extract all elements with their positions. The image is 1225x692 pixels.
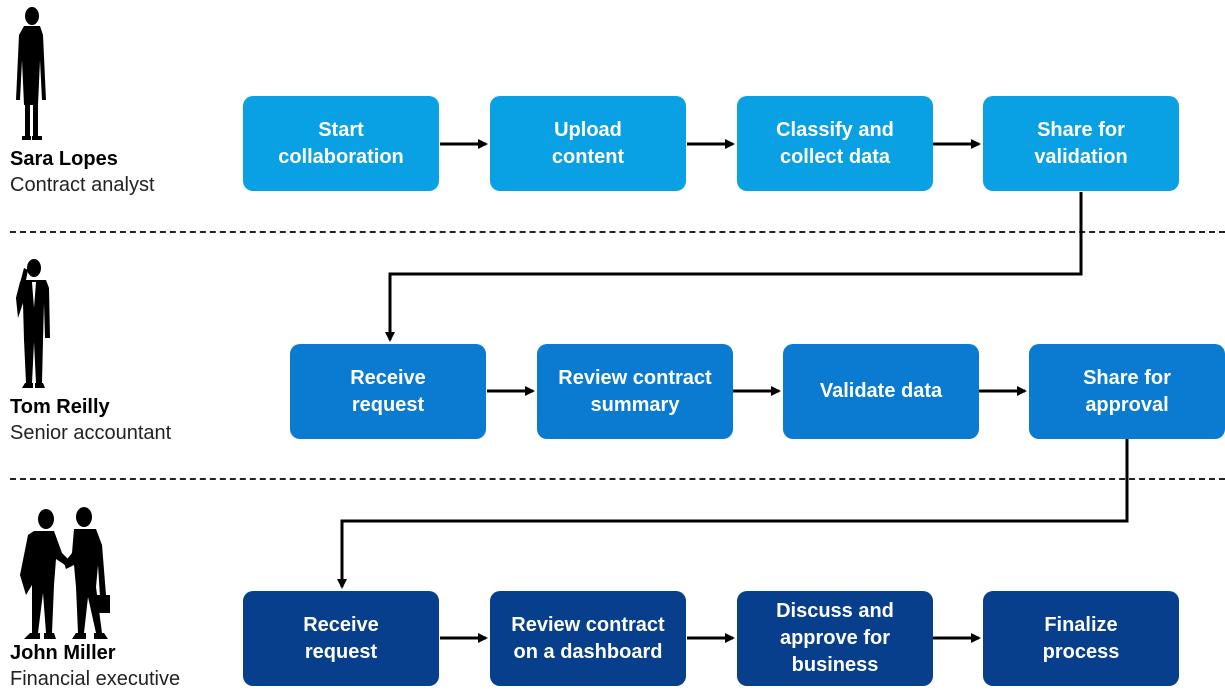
step-label: Validate data	[819, 380, 943, 402]
step-discuss-approve: Discuss and approve for business	[737, 591, 933, 686]
step-label: Review contract summary	[558, 366, 712, 416]
step-upload-content: Upload content	[490, 96, 686, 191]
person-sara: Sara Lopes Contract analyst	[10, 146, 210, 198]
businessman-phone-silhouette-icon	[16, 259, 50, 388]
step-receive-request-tom: Receive request	[290, 344, 486, 439]
step-validate-data: Validate data	[783, 344, 979, 439]
person-role: Financial executive	[10, 668, 181, 690]
step-finalize-process: Finalize process	[983, 591, 1179, 686]
arrow-lane1-to-lane2	[385, 192, 1083, 342]
step-label: Discuss and approve for business	[776, 600, 894, 676]
step-label: Finalize process	[1042, 613, 1120, 663]
step-review-summary: Review contract summary	[537, 344, 733, 439]
step-label: Receive request	[350, 366, 426, 416]
lane-separator-1	[10, 231, 1225, 233]
step-label: Classify and collect data	[776, 118, 894, 168]
step-receive-request-john: Receive request	[243, 591, 439, 686]
step-start-collaboration: Start collaboration	[243, 96, 439, 191]
step-share-approval: Share for approval	[1029, 344, 1225, 439]
arrow-lane2-to-lane3	[337, 439, 1129, 589]
step-label: Review contract on a dashboard	[511, 613, 665, 663]
step-label: Upload content	[551, 118, 625, 168]
step-share-validation: Share for validation	[983, 96, 1179, 191]
person-name: Tom Reilly	[10, 396, 110, 418]
step-label: Share for validation	[1034, 118, 1128, 168]
person-name: Sara Lopes	[10, 148, 118, 170]
person-role: Contract analyst	[10, 174, 155, 196]
person-tom: Tom Reilly Senior accountant	[10, 394, 210, 446]
step-label: Start collaboration	[278, 118, 404, 168]
handshake-silhouette-icon	[20, 507, 110, 639]
step-review-dashboard: Review contract on a dashboard	[490, 591, 686, 686]
person-john: John Miller Financial executive	[10, 640, 210, 692]
woman-silhouette-icon	[16, 7, 46, 140]
step-classify-collect: Classify and collect data	[737, 96, 933, 191]
person-name: John Miller	[10, 642, 116, 664]
step-label: Share for approval	[1083, 366, 1171, 416]
step-label: Receive request	[303, 613, 379, 663]
person-role: Senior accountant	[10, 422, 172, 444]
lane-separator-2	[10, 478, 1225, 480]
